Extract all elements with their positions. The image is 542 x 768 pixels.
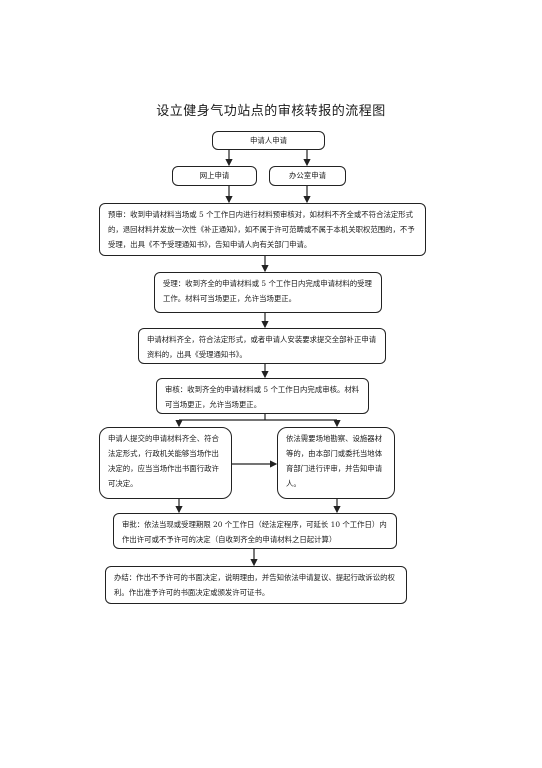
node-review: 审核：收到齐全的申请材料或 5 个工作日内完成审核。材料可当场更正，允许当场更正… (156, 378, 369, 414)
node-online: 网上申请 (172, 166, 257, 186)
node-pre-review: 预审：收到申请材料当场或 5 个工作日内进行材料预审核对，如材料不齐全或不符合法… (99, 203, 426, 256)
node-conclude: 办结：作出不予许可的书面决定，说明理由，并告知依法申请复议、提起行政诉讼的权利。… (105, 566, 407, 604)
node-apply: 申请人申请 (212, 131, 325, 150)
node-accept: 受理：收到齐全的申请材料或 5 个工作日内完成申请材料的受理工作。材料可当场更正… (154, 272, 382, 313)
node-decide-onsite: 申请人提交的申请材料齐全、符合法定形式，行政机关能够当场作出决定的，应当当场作出… (99, 427, 232, 499)
node-complete: 申请材料齐全，符合法定形式，或者申请人安装要求提交全部补正申请资料的，出具《受理… (138, 328, 386, 364)
node-office: 办公室申请 (269, 166, 346, 186)
page-title: 设立健身气功站点的审核转报的流程图 (156, 104, 386, 119)
node-inspection: 依法需要场地勘察、设施器材等的，由本部门或委托当地体育部门进行评审，并告知申请人… (277, 427, 395, 499)
node-approve: 审批：依法当现或受理期限 20 个工作日（经法定程序，可延长 10 个工作日）内… (113, 513, 397, 549)
